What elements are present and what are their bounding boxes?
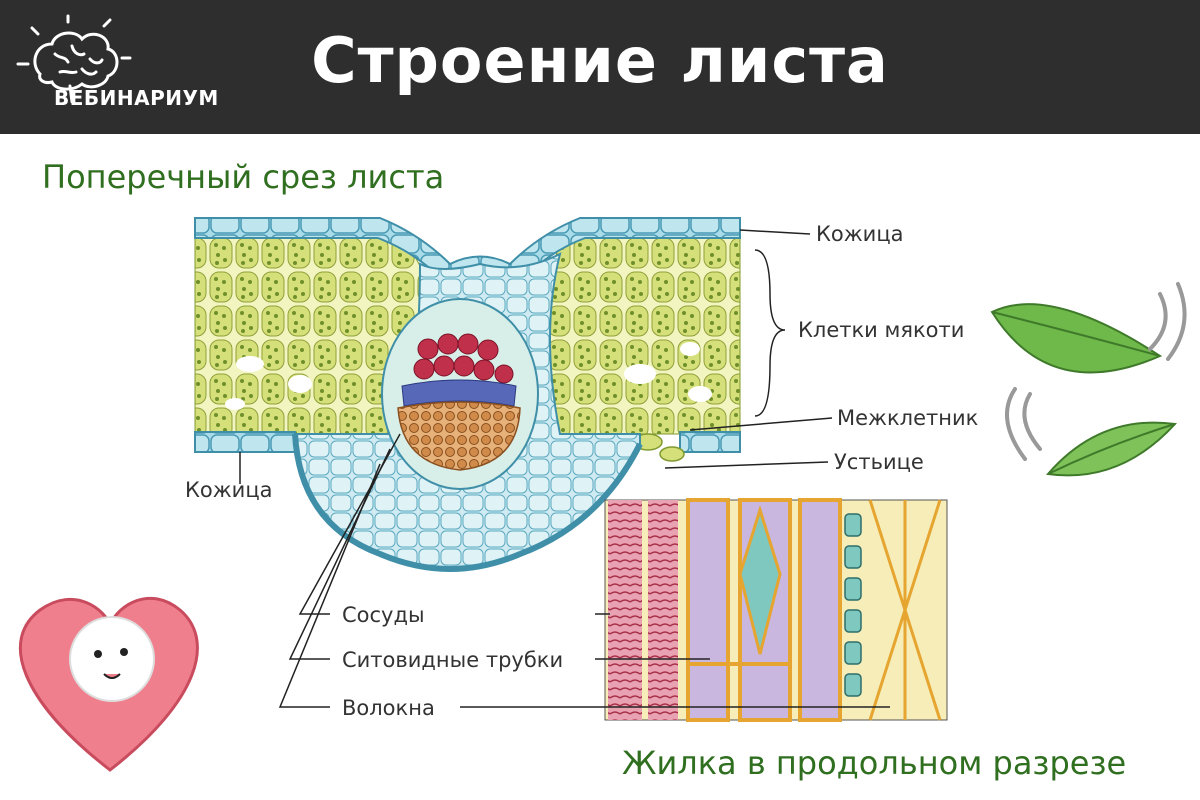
cross-section <box>194 217 741 572</box>
cross-section-title: Поперечный срез листа <box>42 158 445 196</box>
label-epidermis-top: Кожица <box>816 222 904 246</box>
phloem-cells <box>413 333 514 384</box>
label-fibers: Волокна <box>342 696 435 720</box>
leader-lines <box>239 229 890 708</box>
leaf-diagram <box>18 217 1187 772</box>
label-vessels: Сосуды <box>342 603 425 627</box>
longitudinal-section <box>604 498 948 722</box>
page-title: Строение листа <box>311 24 889 97</box>
label-stoma: Устьице <box>834 450 924 474</box>
label-epidermis-bottom: Кожица <box>185 478 273 502</box>
header-bar: ВЕБИНАРИУМ Строение листа <box>0 0 1200 134</box>
logo-text: ВЕБИНАРИУМ <box>54 86 219 110</box>
label-mesophyll: Клетки мякоти <box>798 318 965 342</box>
label-intercellular: Межклетник <box>837 406 979 430</box>
longitudinal-section-title: Жилка в продольном разрезе <box>622 744 1127 782</box>
heart-mascot-icon <box>18 596 199 772</box>
leaf-icon <box>990 282 1187 477</box>
brain-icon <box>16 14 132 104</box>
label-sieve-tubes: Ситовидные трубки <box>342 648 564 672</box>
